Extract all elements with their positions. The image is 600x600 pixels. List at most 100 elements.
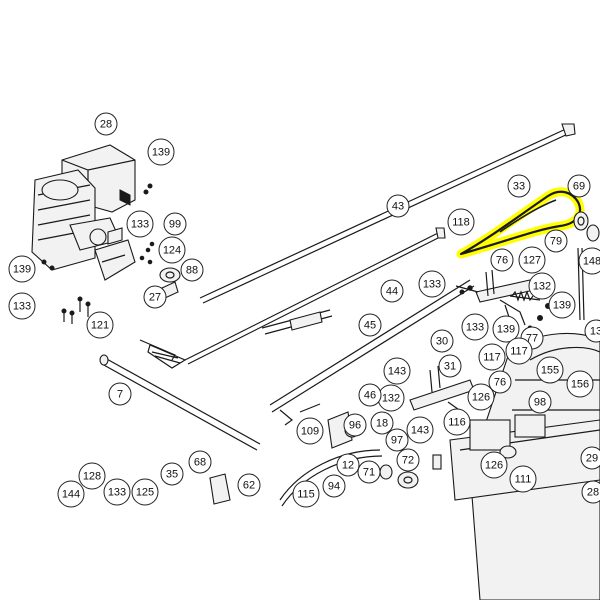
callout-circle	[467, 383, 495, 411]
callout-label: 77	[526, 333, 538, 345]
callout-79: 79	[544, 229, 568, 253]
callout-circle	[336, 453, 360, 477]
callout-circle	[548, 291, 576, 319]
callout-117: 117	[478, 343, 506, 371]
callout-circle	[357, 460, 381, 484]
callout-circle	[94, 112, 118, 136]
callout-circle	[370, 411, 394, 435]
callout-132: 132	[528, 272, 556, 300]
callout-circle	[147, 138, 175, 166]
callout-circle	[158, 236, 186, 264]
callout-label: 144	[62, 489, 80, 501]
callout-96: 96	[343, 413, 367, 437]
callout-label: 126	[472, 392, 490, 404]
callout-circle	[430, 329, 454, 353]
callout-label: 126	[485, 460, 503, 472]
callout-label: 139	[152, 147, 170, 159]
callout-label: 133	[131, 219, 149, 231]
callout-144: 144	[57, 480, 85, 508]
callout-circle	[447, 208, 475, 236]
callout-label: 133	[423, 279, 441, 291]
callout-label: 139	[13, 264, 31, 276]
callout-13: 13	[584, 319, 600, 343]
callout-97: 97	[385, 428, 409, 452]
tube-7	[99, 354, 261, 451]
callout-label: 118	[452, 217, 470, 229]
rod-44	[139, 227, 446, 369]
callout-label: 115	[297, 489, 315, 501]
callout-133: 133	[418, 270, 446, 298]
callout-label: 76	[496, 255, 508, 267]
callout-circle	[126, 210, 154, 238]
callout-circle	[567, 174, 591, 198]
callout-label: 124	[163, 245, 181, 257]
callout-label: 46	[364, 390, 376, 402]
callout-43: 43	[386, 194, 410, 218]
callout-18: 18	[370, 411, 394, 435]
callout-126: 126	[480, 451, 508, 479]
callout-circle	[478, 343, 506, 371]
callout-62: 62	[237, 473, 261, 497]
callout-155: 155	[536, 356, 564, 384]
callout-111: 111	[509, 465, 537, 493]
callout-circle	[322, 474, 346, 498]
callout-label: 79	[550, 236, 562, 248]
callout-circle	[143, 285, 167, 309]
callout-label: 139	[497, 324, 515, 336]
callout-label: 96	[349, 420, 361, 432]
callout-circle	[160, 462, 184, 486]
callout-label: 18	[376, 418, 388, 430]
callout-label: 127	[523, 255, 541, 267]
callout-circle	[581, 480, 600, 504]
callout-circle	[358, 383, 382, 407]
callout-circle	[580, 446, 600, 470]
callout-circle	[418, 270, 446, 298]
engine-assembly	[31, 144, 136, 271]
callout-label: 35	[166, 469, 178, 481]
callout-circle	[438, 354, 462, 378]
callout-76: 76	[490, 248, 514, 272]
callout-116: 116	[443, 408, 471, 436]
callout-133: 133	[461, 313, 489, 341]
callout-69: 69	[567, 174, 591, 198]
callout-circle	[383, 357, 411, 385]
callout-35: 35	[160, 462, 184, 486]
callout-126: 126	[467, 383, 495, 411]
fasteners-upper	[41, 183, 155, 271]
callout-label: 72	[402, 455, 414, 467]
callout-29: 29	[580, 446, 600, 470]
pulley-69	[573, 211, 600, 242]
callout-124: 124	[158, 236, 186, 264]
callout-28: 28	[581, 480, 600, 504]
callout-133: 133	[103, 478, 131, 506]
callout-label: 109	[301, 426, 319, 438]
callout-circle	[528, 390, 552, 414]
callout-circle	[578, 247, 600, 275]
callout-circle	[358, 313, 382, 337]
callout-label: 69	[573, 181, 585, 193]
callout-circle	[131, 478, 159, 506]
callout-label: 62	[243, 480, 255, 492]
callout-label: 133	[466, 322, 484, 334]
callout-label: 132	[382, 393, 400, 405]
callout-circle	[505, 337, 533, 365]
callout-68: 68	[188, 450, 212, 474]
callout-label: 156	[571, 379, 589, 391]
callout-circle	[385, 428, 409, 452]
callout-115: 115	[292, 480, 320, 508]
callout-label: 33	[513, 181, 525, 193]
callout-circle	[406, 416, 434, 444]
callout-139: 139	[147, 138, 175, 166]
callout-label: 99	[169, 219, 181, 231]
callout-45: 45	[358, 313, 382, 337]
callout-label: 111	[515, 474, 532, 486]
callout-139: 139	[8, 255, 36, 283]
callout-label: 88	[186, 265, 198, 277]
callout-circle	[536, 356, 564, 384]
callout-circle	[343, 413, 367, 437]
callout-label: 117	[510, 346, 528, 358]
callout-label: 143	[388, 366, 406, 378]
callout-label: 116	[448, 417, 466, 429]
pivot-arm-32	[409, 365, 475, 470]
callout-label: 30	[436, 336, 448, 348]
